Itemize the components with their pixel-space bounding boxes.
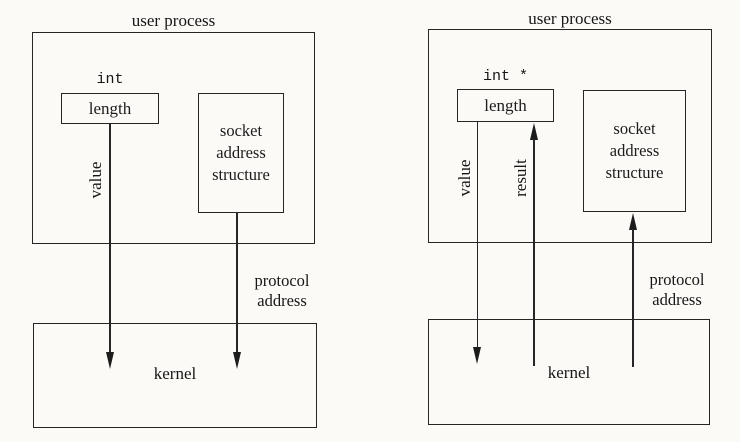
value-arrow-label: value <box>455 159 474 197</box>
socket-address-box: socket address structure <box>198 93 284 213</box>
kernel-box <box>33 323 317 428</box>
protocol-address-label: protocol address <box>254 271 310 310</box>
value-arrow-label: value <box>86 161 105 199</box>
socket-address-label: socket address structure <box>605 119 664 182</box>
length-label: length <box>88 98 132 118</box>
user-process-title: user process <box>528 9 612 28</box>
protocol-address-arrow-line <box>236 213 238 353</box>
value-arrowhead-down-icon <box>105 352 114 369</box>
int-type-label: int <box>96 71 124 88</box>
user-process-box <box>32 32 315 244</box>
length-label: length <box>484 95 527 115</box>
value-arrow-line <box>476 122 479 348</box>
kernel-box <box>428 319 710 425</box>
kernel-label: kernel <box>547 363 591 382</box>
protocol-address-arrow-line <box>632 229 634 367</box>
protocol-address-label: protocol address <box>649 270 705 309</box>
protocol-address-arrowhead-up-icon <box>628 213 637 230</box>
length-box: length <box>457 89 554 122</box>
value-arrowhead-down-icon <box>473 347 481 364</box>
result-arrow-label: result <box>511 159 530 197</box>
kernel-label: kernel <box>153 364 197 383</box>
result-arrowhead-up-icon <box>529 123 538 140</box>
length-box: length <box>61 93 159 124</box>
user-process-title: user process <box>131 11 216 30</box>
int-pointer-type-label: int * <box>482 68 528 85</box>
result-arrow-line <box>533 139 535 366</box>
protocol-address-arrowhead-down-icon <box>232 352 241 369</box>
value-arrow-line <box>109 124 111 353</box>
socket-address-box: socket address structure <box>583 90 686 212</box>
socket-address-label: socket address structure <box>212 121 270 184</box>
user-process-box <box>428 29 712 243</box>
